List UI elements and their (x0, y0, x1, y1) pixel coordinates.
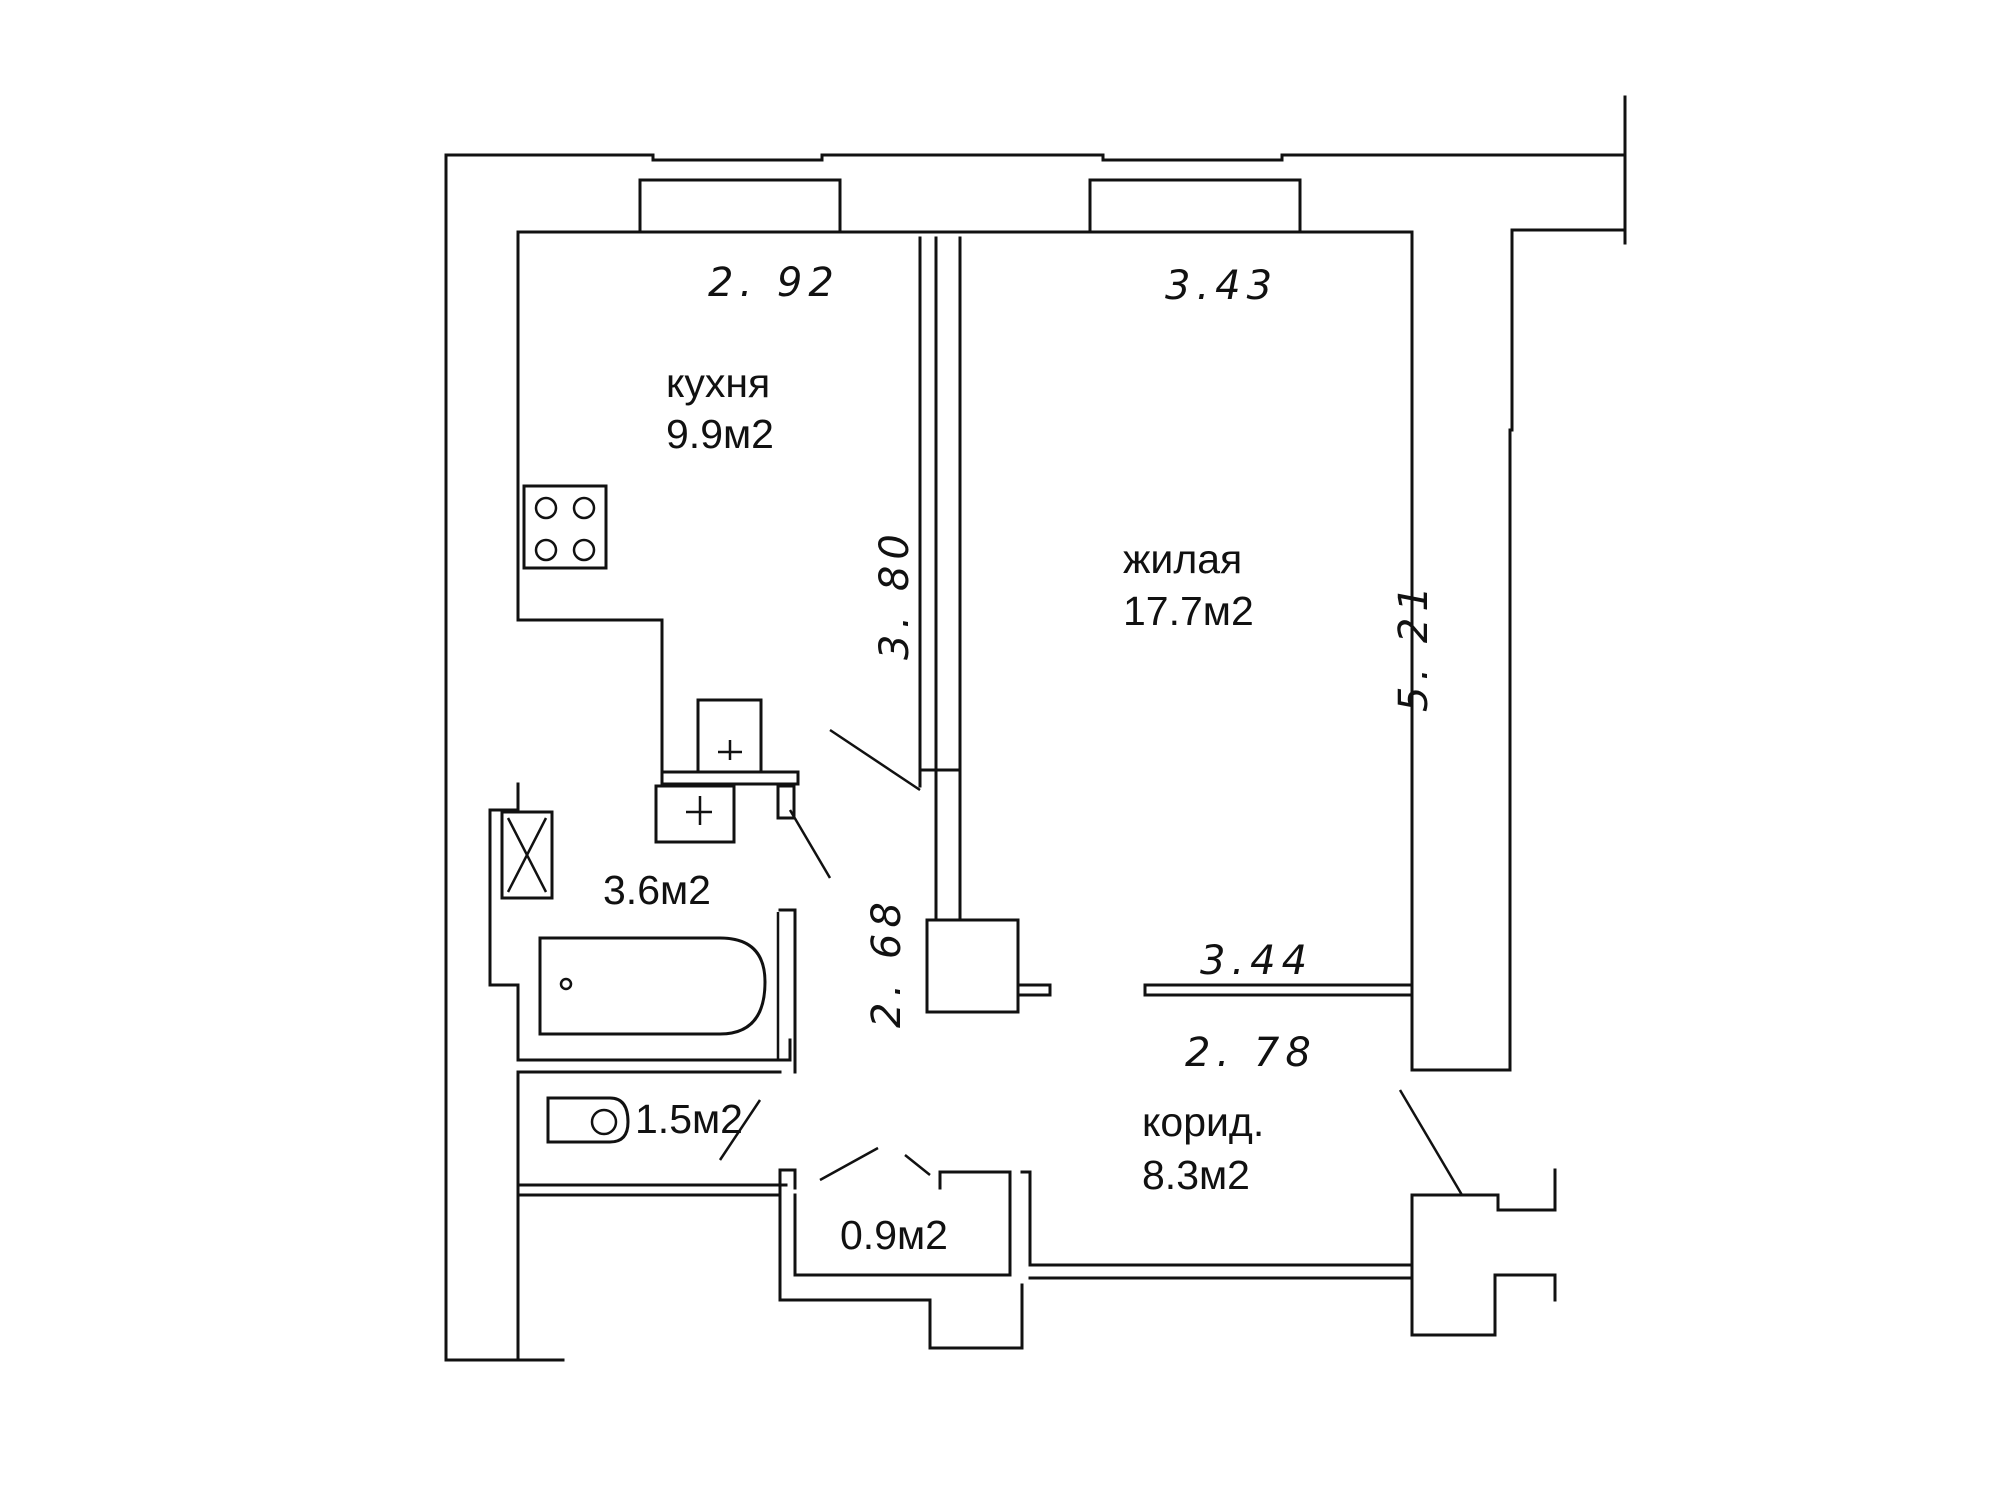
pipe-icon (776, 784, 796, 820)
corridor-length-dim: 2. 68 (864, 896, 910, 1028)
kitchen-walls (516, 230, 962, 792)
kitchen-name: кухня (666, 360, 770, 406)
exterior-walls (444, 95, 1627, 1362)
living-walls (925, 236, 1414, 1014)
closet-area: 0.9м2 (840, 1212, 948, 1258)
water-heater-icon (500, 810, 554, 900)
washbasin-icon (654, 784, 736, 844)
living-name: жилая (1123, 536, 1242, 582)
living-width-top-dim: 3.43 (1165, 263, 1278, 309)
bathroom-area: 3.6м2 (603, 867, 711, 913)
stove-icon (522, 484, 608, 570)
sink-icon (660, 698, 800, 786)
toilet-area: 1.5м2 (635, 1096, 743, 1142)
corridor-name: корид. (1142, 1099, 1264, 1145)
kitchen-width-dim: 2. 92 (708, 260, 840, 306)
kitchen-area: 9.9м2 (666, 411, 774, 457)
living-area: 17.7м2 (1123, 588, 1254, 634)
toilet-icon (546, 1096, 630, 1144)
corridor-area: 8.3м2 (1142, 1152, 1250, 1198)
living-length-dim: 5. 21 (1391, 580, 1437, 712)
living-width-bottom-dim: 3.44 (1200, 938, 1313, 984)
corridor-width-dim: 2. 78 (1185, 1030, 1317, 1076)
corridor-walls (778, 1168, 1557, 1350)
door-swings (718, 728, 1464, 1196)
bathtub-icon (538, 912, 780, 1060)
kitchen-length-dim: 3. 80 (872, 528, 918, 660)
